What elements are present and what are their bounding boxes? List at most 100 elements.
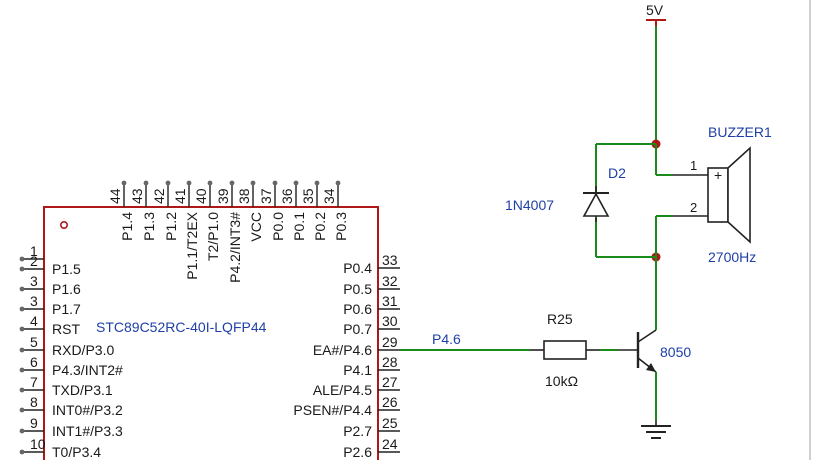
mcu-left-pin-name: P1.7 xyxy=(52,301,81,317)
mcu-right-pin-name: ALE/P4.5 xyxy=(313,382,372,398)
mcu-top-pin-name: T2/P1.0 xyxy=(205,212,221,261)
mcu-top-pin-dot xyxy=(272,180,278,186)
mcu-right-pin-num: 27 xyxy=(382,374,398,390)
mcu-left-pin-num: 9 xyxy=(30,415,38,431)
mcu-left-pin-name: P4.3/INT2# xyxy=(52,362,123,378)
mcu-left-pin-name: P1.5 xyxy=(52,261,81,277)
mcu-left-pin-dot xyxy=(19,286,25,292)
ground-symbol xyxy=(641,420,671,439)
mcu-left-pin-name: INT1#/P3.3 xyxy=(52,423,123,439)
mcu-left-pin-dot xyxy=(19,387,25,393)
mcu-top-pin-name: P0.3 xyxy=(333,212,349,241)
mcu-left-pin-num: 6 xyxy=(30,354,38,370)
resistor-ref: R25 xyxy=(547,311,573,327)
mcu-left-pin-num: 3 xyxy=(30,293,38,309)
buzzer-ref: BUZZER1 xyxy=(708,124,772,140)
mcu-left-pin-dot xyxy=(19,449,25,455)
mcu-top-pin-dot xyxy=(143,180,149,186)
mcu-right-pin-num: 33 xyxy=(382,252,398,268)
mcu-top-pin-num: 42 xyxy=(151,188,167,204)
mcu-left-pin-num: 3 xyxy=(30,273,38,289)
mcu-right-pin-num: 25 xyxy=(382,415,398,431)
mcu-left-pin-name: P1.6 xyxy=(52,281,81,297)
mcu-right-pin-name: P4.1 xyxy=(343,362,372,378)
mcu-right-pin-num: 31 xyxy=(382,293,398,309)
mcu-top-pin-dot xyxy=(314,180,320,186)
mcu-top-pin-num: 36 xyxy=(279,188,295,204)
mcu-left-pin-name: RST xyxy=(52,321,80,337)
mcu-top-pin-num: 35 xyxy=(300,188,316,204)
mcu-left-pin-num: 7 xyxy=(30,374,38,390)
mcu-top-pin-dot xyxy=(121,180,127,186)
mcu-top-pin-name: P1.2 xyxy=(163,212,179,241)
mcu-top-pin-dot xyxy=(165,180,171,186)
mcu-top-pin-dot xyxy=(229,180,235,186)
mcu-left-pin-dot xyxy=(19,256,25,262)
mcu-left-pin-dot xyxy=(19,306,25,312)
mcu-left-pin-num: 1 xyxy=(30,243,38,259)
resistor-value: 10kΩ xyxy=(545,373,578,389)
mcu-top-pin-dot xyxy=(250,180,256,186)
mcu-top-pin-dot xyxy=(186,180,192,186)
power-label: 5V xyxy=(646,2,664,18)
mcu-left-pin-name: RXD/P3.0 xyxy=(52,342,114,358)
mcu-right-pin-num: 30 xyxy=(382,313,398,329)
mcu-left-pin-name: INT0#/P3.2 xyxy=(52,402,123,418)
transistor-symbol xyxy=(618,329,657,373)
mcu-right-pin-name: P2.7 xyxy=(343,423,372,439)
mcu-right-pin-name: P0.6 xyxy=(343,301,372,317)
mcu-top-pin-dot xyxy=(335,180,341,186)
mcu-left-pin-dot xyxy=(19,266,25,272)
mcu-top-pin-name: P1.4 xyxy=(119,212,135,241)
mcu-top-pin-dot xyxy=(207,180,213,186)
resistor-body xyxy=(543,340,587,360)
mcu-top-pin-num: 39 xyxy=(215,188,231,204)
mcu-left-pin-dot xyxy=(19,407,25,413)
mcu-right-pin-name: EA#/P4.6 xyxy=(313,342,372,358)
diode-value: 1N4007 xyxy=(505,197,554,213)
diode-symbol xyxy=(582,186,610,222)
net-label: P4.6 xyxy=(432,331,461,347)
mcu-right-pin-name: P0.5 xyxy=(343,281,372,297)
mcu-left-pin-name: T0/P3.4 xyxy=(52,444,101,460)
mcu-top-pin-num: 41 xyxy=(172,188,188,204)
mcu-right-pin-name: P0.7 xyxy=(343,321,372,337)
mcu-top-pin-name: P0.1 xyxy=(291,212,307,241)
mcu-right-pin-num: 32 xyxy=(382,273,398,289)
mcu-top-pin-name: VCC xyxy=(248,212,264,242)
mcu-top-pin-num: 37 xyxy=(258,188,274,204)
mcu-pin1-marker xyxy=(59,221,68,230)
mcu-left-pin-num: 2 xyxy=(30,253,38,269)
transistor-ref: 8050 xyxy=(660,344,691,360)
mcu-top-pin-name: P1.1/T2EX xyxy=(184,211,200,279)
mcu-left-pin-num: 8 xyxy=(30,394,38,410)
buzzer-plus: + xyxy=(714,167,722,183)
mcu-body xyxy=(43,206,379,460)
mcu-left-pin-num: 4 xyxy=(30,313,38,329)
mcu-right-pin-num: 26 xyxy=(382,394,398,410)
mcu-top-pin-name: P1.3 xyxy=(141,212,157,241)
mcu-left-pin-num: 10 xyxy=(30,436,46,452)
mcu-left-pin-dot xyxy=(19,326,25,332)
buzzer-freq: 2700Hz xyxy=(708,249,756,265)
mcu-top-pin-name: P0.2 xyxy=(312,212,328,241)
mcu-top-pin-num: 40 xyxy=(193,188,209,204)
mcu-left-pin-dot xyxy=(19,367,25,373)
mcu-right-pin-num: 24 xyxy=(382,436,398,452)
buzzer-pin1-num: 1 xyxy=(690,158,697,173)
mcu-top-pin-num: 44 xyxy=(107,188,123,204)
buzzer-symbol xyxy=(707,146,751,244)
mcu-name: STC89C52RC-40I-LQFP44 xyxy=(96,319,267,335)
buzzer-pin2-num: 2 xyxy=(690,200,697,215)
mcu-left-pin-num: 5 xyxy=(30,334,38,350)
mcu-left-pin-dot xyxy=(19,428,25,434)
mcu-left-pin-dot xyxy=(19,347,25,353)
diode-ref: D2 xyxy=(608,165,626,181)
mcu-top-pin-num: 34 xyxy=(321,188,337,204)
mcu-top-pin-name: P0.0 xyxy=(270,212,286,241)
mcu-top-pin-num: 38 xyxy=(236,188,252,204)
mcu-top-pin-name: P4.2/INT3# xyxy=(227,212,243,283)
